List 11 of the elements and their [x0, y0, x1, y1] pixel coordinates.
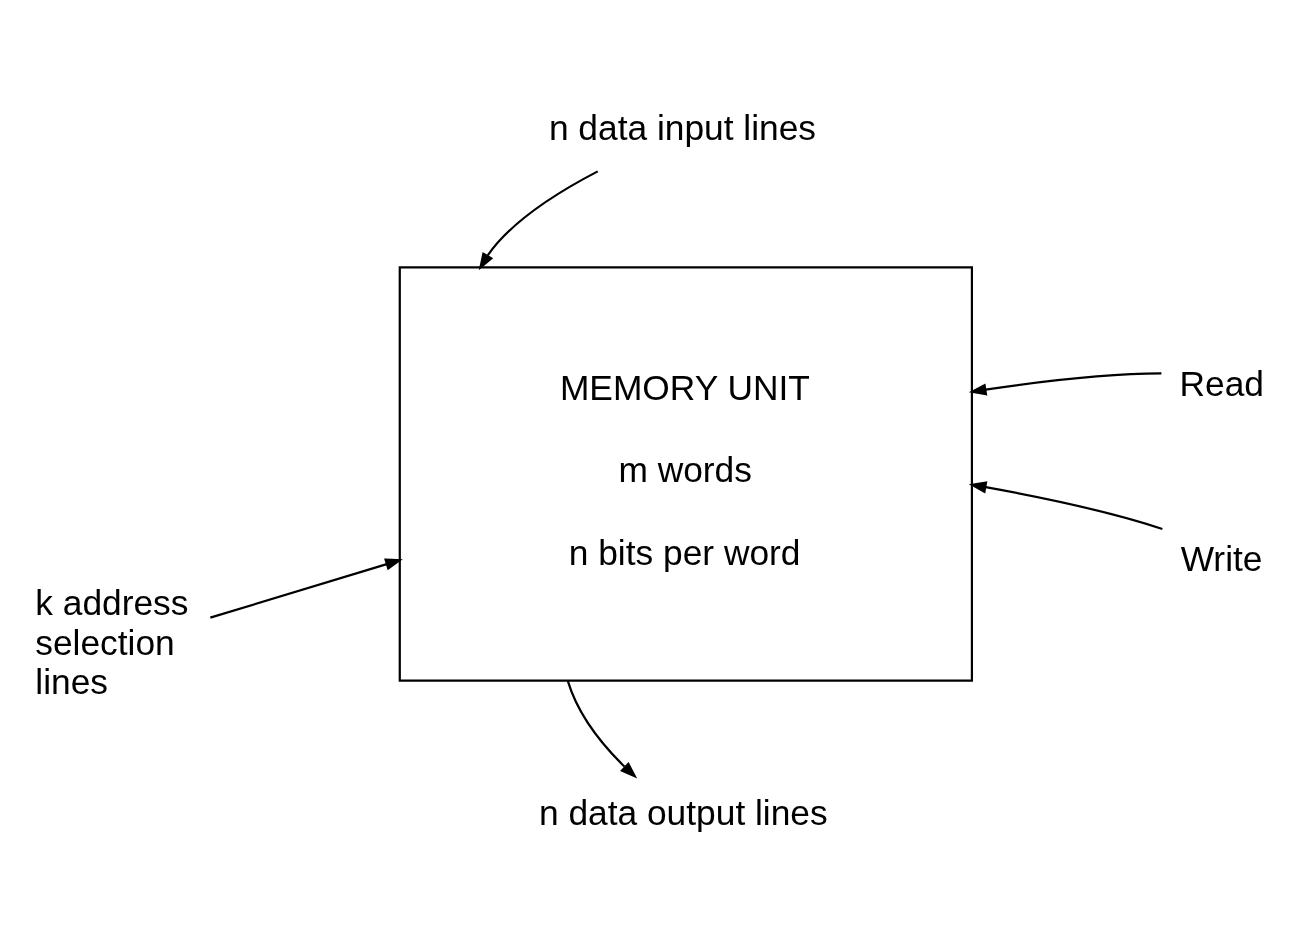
arrow [210, 557, 403, 619]
node-text: Write [1180, 538, 1263, 578]
node-box: MEMORY UNIT m words n bits per word [398, 265, 974, 682]
node-text: n data input lines [548, 107, 817, 147]
node-text: n data output lines [538, 792, 828, 832]
arrow [566, 679, 638, 779]
node-text: Read [1179, 363, 1265, 403]
node-text: k address selection lines [35, 582, 189, 701]
arrow [968, 371, 1162, 396]
arrow [478, 169, 599, 270]
arrow [968, 480, 1163, 530]
